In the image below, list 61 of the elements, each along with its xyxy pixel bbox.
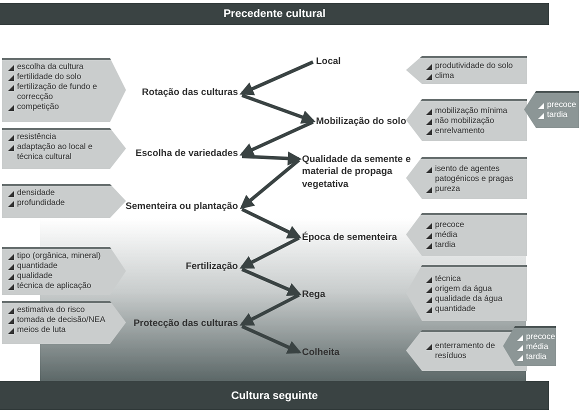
list-item: tardia [538,110,577,120]
factor-list-box [2,128,126,169]
arrow [239,120,314,156]
step-label: Fertilização [150,261,238,274]
banner: Precedente cultural [0,3,549,25]
list-item: tipo (orgânica, mineral) [8,251,108,261]
arrow [241,208,302,239]
factor-list-box [406,99,527,141]
list-item: enrelvamento [426,126,523,136]
factor-list-box [406,213,527,256]
list-item: qualidade da água [426,294,523,304]
list-item: origem da água [426,284,523,294]
list-item: tardia [426,240,523,250]
arrow [241,324,302,354]
list-item: técnica de aplicação [8,281,108,291]
arrow [240,158,300,210]
list-item: média [426,230,523,240]
list-item: fertilidade do solo [8,72,108,82]
step-label: Rega [302,289,326,302]
list-item: estimativa do risco [8,305,108,315]
step-label: Mobilização do solo [316,116,406,128]
factor-list-box [2,184,126,218]
list-item: tardia [517,352,554,362]
step-label: Época de sementeira [302,232,398,244]
factor-list-box [406,157,527,199]
list-item: precoce [517,332,554,342]
banner: Cultura seguinte [0,381,549,410]
list-item: técnica [426,274,523,284]
step-label: Rotação das culturas [120,87,238,100]
list-item: competição [8,102,108,112]
list-item: densidade [8,188,108,198]
step-label: Colheita [302,347,340,360]
list-item: quantidade [8,261,108,271]
list-item: mobilização mínima [426,106,523,116]
list-item: adaptação ao local e técnica cultural [8,142,108,162]
arrow [241,268,302,296]
arrow [241,94,316,124]
factor-list-box [406,56,527,84]
factor-list-box [2,247,126,295]
list-item: produtividade do solo [426,60,523,70]
factor-list-box [2,301,126,344]
list-item: clima [426,70,523,80]
step-label: Local [316,56,341,68]
factor-list-box [2,58,126,122]
step-label: Qualidade da semente e material de propaga vegetativa [302,154,418,192]
arrow [242,151,302,166]
list-item: qualidade [8,271,108,281]
list-item: pureza [426,184,523,194]
list-item: precoce [426,220,523,230]
arrow [240,293,300,326]
list-item: precoce [538,100,577,110]
step-label: Escolha de variedades [110,148,238,160]
option-list-box [524,91,579,128]
list-item: resistência [8,132,108,142]
list-item: escolha da cultura [8,62,108,72]
list-item: não mobilização [426,116,523,126]
factor-list-box [406,265,527,321]
list-item: quantidade [426,304,523,314]
arrow [239,60,314,96]
arrow [240,236,300,269]
list-item: média [517,342,554,352]
